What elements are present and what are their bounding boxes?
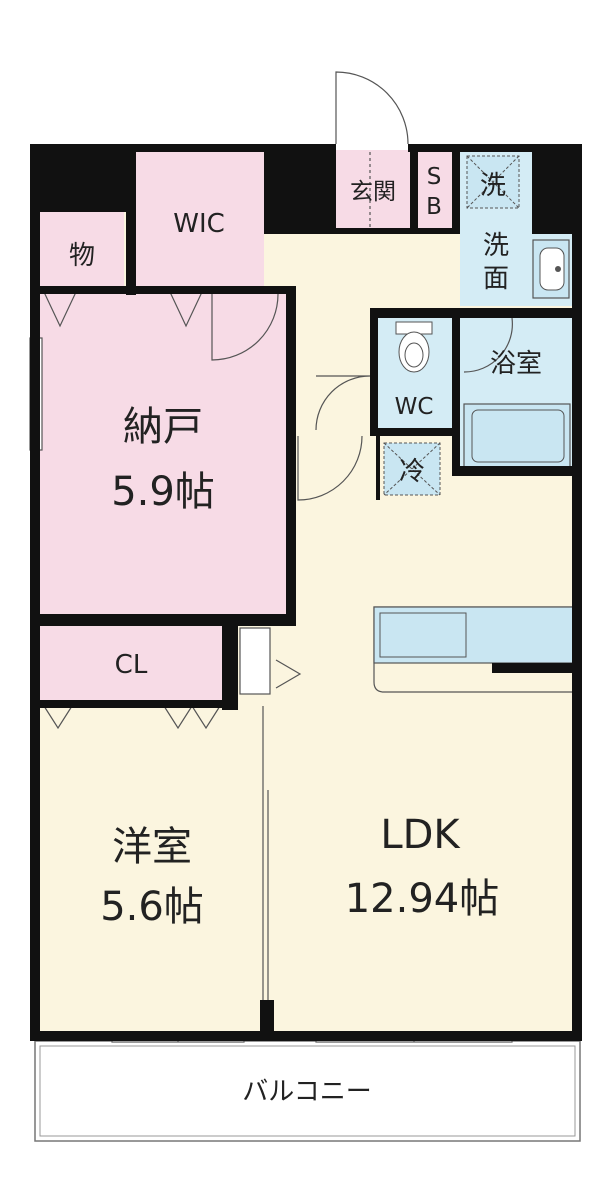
- ldk-name: LDK: [380, 812, 461, 858]
- front-door-swing: [335, 71, 409, 145]
- wall-left: [30, 144, 40, 1041]
- western-room-name: 洋室: [112, 824, 192, 870]
- wall-right: [572, 144, 582, 1041]
- washroom-label-1: 洗: [483, 231, 509, 261]
- wic-label: WIC: [173, 209, 225, 239]
- nando-size: 5.9帖: [111, 469, 215, 515]
- balcony-label: バルコニー: [242, 1077, 371, 1107]
- fixtures: [373, 155, 575, 693]
- room-fills: [34, 150, 581, 1142]
- wic-floor: [134, 150, 264, 292]
- laundry-label: 洗: [480, 171, 506, 201]
- bathroom-label: 浴室: [490, 349, 542, 379]
- toilet-label: WC: [395, 394, 434, 420]
- bathtub: [463, 403, 571, 469]
- walls: [30, 144, 582, 1041]
- kitchen-counter: [373, 606, 575, 693]
- shoebox-label-b: B: [426, 194, 442, 220]
- balcony-floor: [34, 1040, 581, 1142]
- wall-bottom: [30, 1031, 582, 1041]
- labels: 物 WIC 玄関 S B 洗 洗 面 浴室 WC 冷 納戸 5.9帖 CL 洋室…: [69, 164, 542, 1107]
- closet-floor: [40, 625, 224, 705]
- nando-floor: [40, 292, 288, 614]
- doors: [43, 71, 513, 1030]
- fridge-label: 冷: [399, 457, 425, 487]
- shoebox-label-s: S: [427, 164, 442, 190]
- toilet-fixture: [395, 321, 433, 373]
- washroom-label-2: 面: [483, 264, 509, 294]
- storage-floor: [40, 212, 124, 292]
- shoebox-floor: [416, 150, 454, 232]
- storage-label: 物: [69, 241, 95, 271]
- entrance-floor: [336, 150, 412, 232]
- balcony-inner: [39, 1045, 576, 1137]
- closet-label: CL: [115, 650, 148, 680]
- western-room-size: 5.6帖: [100, 884, 204, 930]
- entrance-label: 玄関: [350, 179, 396, 205]
- nando-name: 納戸: [123, 404, 203, 450]
- ldk-size: 12.94帖: [345, 876, 500, 922]
